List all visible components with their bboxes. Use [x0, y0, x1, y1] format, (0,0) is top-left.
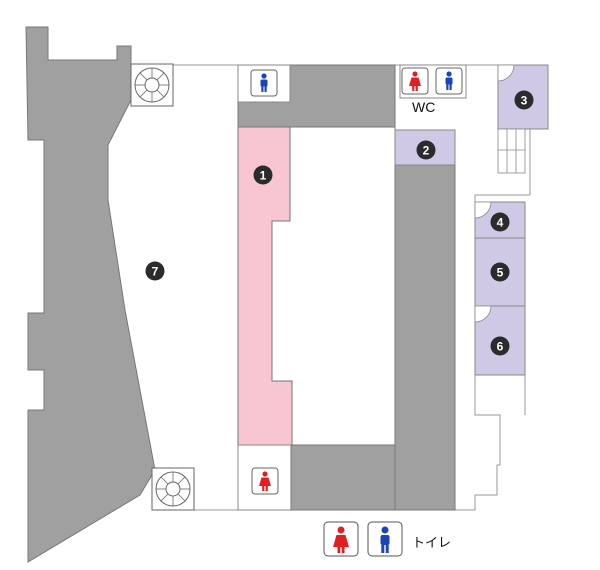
- room-marker-label: 1: [260, 169, 267, 183]
- room-marker-3: 3: [514, 90, 534, 110]
- female-toilet-icon: [323, 521, 359, 557]
- wc-label: WC: [412, 99, 436, 115]
- door-swing-icon: [474, 64, 515, 323]
- room-marker-1: 1: [253, 165, 273, 185]
- room-marker-7: 7: [145, 261, 165, 281]
- room-marker-label: 5: [497, 266, 504, 280]
- room-marker-label: 7: [152, 265, 159, 279]
- female-toilet-icon: [401, 67, 429, 95]
- room-marker-2: 2: [416, 140, 436, 160]
- staircase-icon: [497, 128, 526, 174]
- male-toilet-icon: [367, 521, 403, 557]
- male-toilet-icon: [435, 67, 463, 95]
- room-marker-5: 5: [490, 262, 510, 282]
- spiral-staircase-icon: [151, 467, 195, 511]
- left-building-wall: [25, 26, 156, 563]
- bottom-gray-block: [290, 444, 396, 511]
- female-toilet-icon: [251, 467, 279, 495]
- room-marker-label: 3: [521, 94, 528, 108]
- legend-toilet-label: トイレ: [412, 536, 452, 551]
- room-marker-label: 4: [497, 216, 504, 230]
- room-marker-6: 6: [490, 336, 510, 356]
- male-toilet-icon: [250, 69, 278, 97]
- room-marker-4: 4: [490, 212, 510, 232]
- right-gray-column: [394, 164, 456, 511]
- room-marker-label: 2: [423, 144, 430, 158]
- room-marker-label: 6: [497, 340, 504, 354]
- spiral-staircase-icon: [130, 63, 174, 107]
